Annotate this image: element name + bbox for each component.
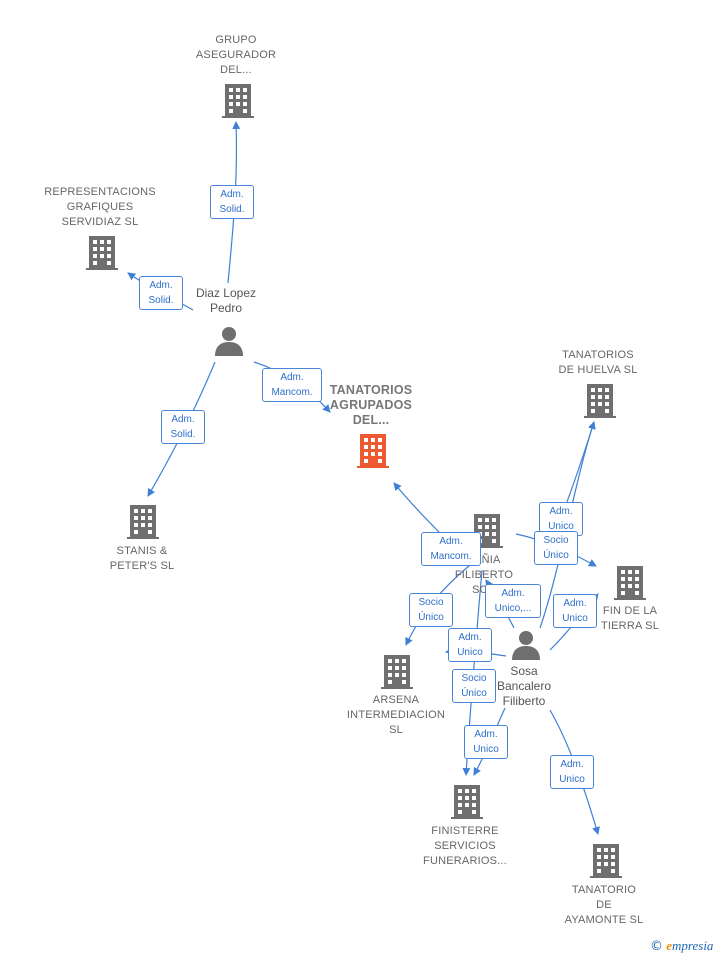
building-icon[interactable] [590, 844, 622, 878]
role-box[interactable]: Adm. Solid. [210, 185, 254, 219]
main-company-label[interactable]: TANATORIOS AGRUPADOS DEL... [329, 383, 413, 427]
company-label-representacions[interactable]: REPRESENTACIONS GRAFIQUES SERVIDIAZ SL [44, 186, 156, 228]
person-icon[interactable] [511, 630, 541, 660]
building-icon[interactable] [471, 514, 503, 548]
company-label-stanis[interactable]: STANIS & PETER'S SL [109, 545, 175, 572]
logo-e: e [666, 938, 673, 953]
building-icon[interactable] [584, 384, 616, 418]
role-box[interactable]: Adm. Mancom. [262, 368, 322, 402]
main-building-icon[interactable] [357, 434, 389, 468]
building-icon[interactable] [222, 84, 254, 118]
building-icon[interactable] [451, 785, 483, 819]
role-box[interactable]: Adm. Unico,... [485, 584, 541, 618]
role-box[interactable]: Adm. Unico [464, 725, 508, 759]
empresia-logo: © empresia [650, 938, 713, 954]
copyright-icon: © [650, 939, 663, 954]
person-icon[interactable] [214, 326, 244, 356]
building-icon[interactable] [614, 566, 646, 600]
role-box[interactable]: Adm. Unico [550, 755, 594, 789]
building-icon[interactable] [86, 236, 118, 270]
building-icon[interactable] [381, 655, 413, 689]
company-label-finisterre[interactable]: FINISTERRE SERVICIOS FUNERARIOS... [423, 825, 507, 867]
company-label-arsena[interactable]: ARSENA INTERMEDIACION SL [346, 694, 446, 736]
company-label-fin-de-la-tierra[interactable]: FIN DE LA TIERRA SL [600, 605, 660, 632]
building-icon[interactable] [127, 505, 159, 539]
role-box[interactable]: Socio Único [452, 669, 496, 703]
role-box[interactable]: Socio Único [409, 593, 453, 627]
company-label-tanatorio-ayamonte[interactable]: TANATORIO DE AYAMONTE SL [564, 884, 644, 926]
role-box[interactable]: Adm. Mancom. [421, 532, 481, 566]
role-box[interactable]: Socio Único [534, 531, 578, 565]
person-label-sosa-bancalero[interactable]: Sosa Bancalero Filiberto [496, 664, 552, 708]
person-label-diaz-lopez-pedro[interactable]: Diaz Lopez Pedro [195, 286, 257, 315]
role-box[interactable]: Adm. Solid. [161, 410, 205, 444]
role-box[interactable]: Adm. Unico [539, 502, 583, 536]
role-box[interactable]: Adm. Unico [553, 594, 597, 628]
role-box[interactable]: Adm. Unico [448, 628, 492, 662]
logo-text: mpresia [672, 938, 714, 953]
company-label-grupo-asegurador[interactable]: GRUPO ASEGURADOR DEL... [195, 34, 277, 76]
company-label-tanatorios-huelva[interactable]: TANATORIOS DE HUELVA SL [558, 349, 638, 376]
role-box[interactable]: Adm. Solid. [139, 276, 183, 310]
edge-compania-main [393, 482, 441, 534]
